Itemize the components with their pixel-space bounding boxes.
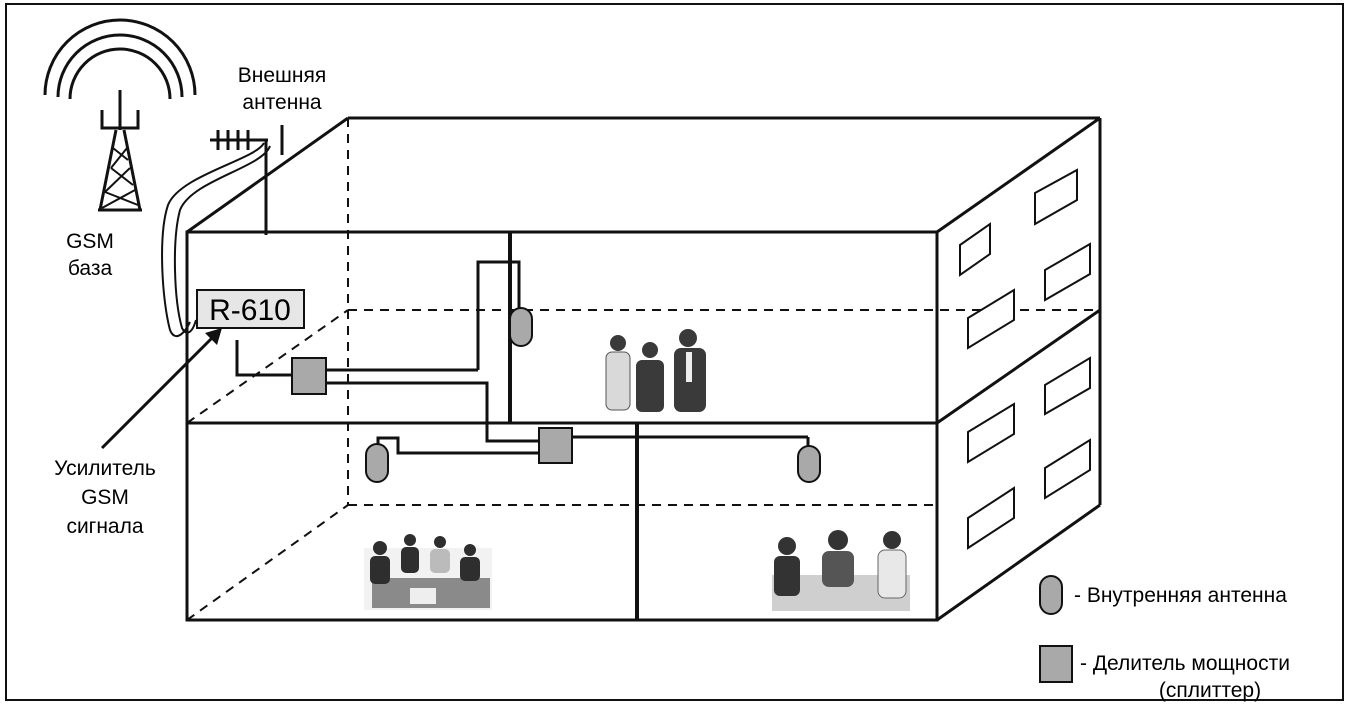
internal-antenna-icon — [509, 307, 533, 347]
gsm-base-label-1: GSM — [66, 230, 114, 253]
people-photo-icon — [772, 530, 910, 611]
window — [967, 486, 1015, 550]
diagram-border — [5, 3, 1344, 701]
ext-antenna-label-2: антенна — [242, 91, 322, 114]
building-outline — [185, 116, 1102, 622]
window — [1044, 242, 1091, 302]
legend-splitter-icon — [1039, 645, 1073, 683]
splitter-icon — [291, 357, 327, 395]
legend-antenna-icon — [1039, 575, 1063, 615]
amplifier-label-1: Усилитель — [54, 457, 156, 480]
yagi-antenna-icon — [210, 125, 284, 235]
window — [967, 288, 1015, 350]
window — [967, 402, 1015, 464]
internal-antenna-icon — [365, 443, 389, 483]
legend: - Внутренняя антенна - Делитель мощности… — [1039, 575, 1290, 702]
amplifier-pointer-arrow — [100, 328, 222, 450]
building-hidden-edges — [186, 118, 1100, 621]
legend-antenna-label: - Внутренняя антенна — [1074, 584, 1287, 607]
ext-antenna-label-1: Внешняя — [238, 64, 326, 87]
legend-splitter-label-1: - Делитель мощности — [1080, 652, 1290, 675]
feeder-cable-outer — [161, 142, 265, 338]
people-photo-icon — [605, 329, 706, 412]
repeater-box: R-610 — [196, 289, 305, 329]
building-windows — [959, 168, 1091, 550]
amplifier-label-3: сигнала — [66, 515, 143, 538]
indoor-cabling — [235, 260, 810, 455]
internal-antenna-icon — [797, 445, 821, 483]
window — [1044, 438, 1091, 500]
people-photo-icon — [364, 534, 492, 610]
splitter-icon — [538, 427, 573, 464]
legend-splitter-label-2: (сплиттер) — [1159, 679, 1261, 702]
gsm-tower-icon — [43, 18, 197, 212]
amplifier-label-2: GSM — [81, 486, 129, 509]
window — [959, 222, 991, 277]
gsm-base-label-2: база — [68, 257, 113, 280]
repeater-model-label: R-610 — [209, 294, 291, 327]
window — [1034, 168, 1078, 226]
window — [1044, 356, 1091, 416]
